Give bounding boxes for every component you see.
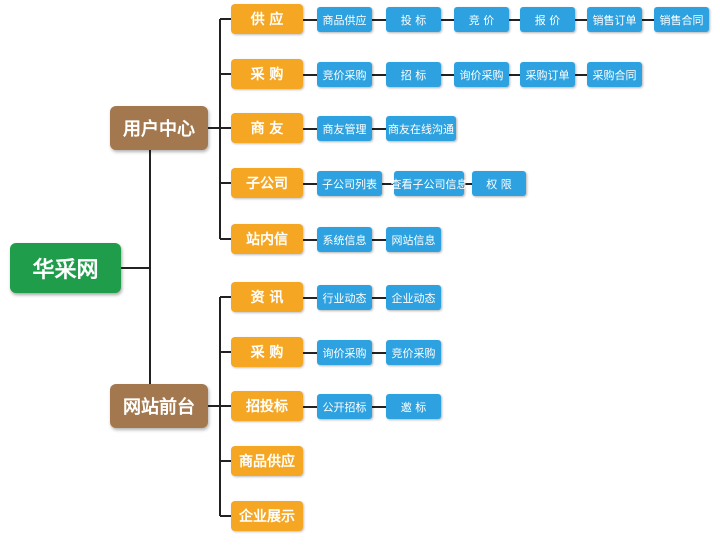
connector-line xyxy=(220,515,231,517)
category-node: 招投标 xyxy=(231,391,303,421)
leaf-node: 竞价采购 xyxy=(386,340,441,365)
connector-line xyxy=(303,182,472,185)
connector-line xyxy=(220,460,231,462)
leaf-node: 系统信息 xyxy=(317,227,372,252)
category-node: 供 应 xyxy=(231,4,303,34)
leaf-node: 招 标 xyxy=(386,62,441,87)
connector-line xyxy=(220,351,231,353)
connector-line xyxy=(208,127,220,129)
connector-line xyxy=(220,73,231,75)
connector-line xyxy=(149,150,151,384)
category-node: 资 讯 xyxy=(231,282,303,312)
leaf-node: 询价采购 xyxy=(454,62,509,87)
category-node: 商品供应 xyxy=(231,446,303,476)
leaf-node: 行业动态 xyxy=(317,285,372,310)
connector-line xyxy=(220,18,231,20)
connector-line xyxy=(220,238,231,240)
leaf-node: 企业动态 xyxy=(386,285,441,310)
leaf-node: 投 标 xyxy=(386,7,441,32)
leaf-node: 采购订单 xyxy=(520,62,575,87)
leaf-node: 商品供应 xyxy=(317,7,372,32)
category-node: 子公司 xyxy=(231,168,303,198)
leaf-node: 竞 价 xyxy=(454,7,509,32)
connector-line xyxy=(220,296,231,298)
category-node: 采 购 xyxy=(231,59,303,89)
category-node: 采 购 xyxy=(231,337,303,367)
connector-line xyxy=(303,73,587,76)
category-node: 商 友 xyxy=(231,113,303,143)
leaf-node: 商友在线沟通 xyxy=(386,116,456,141)
leaf-node: 竞价采购 xyxy=(317,62,372,87)
leaf-node: 公开招标 xyxy=(317,394,372,419)
leaf-node: 销售合同 xyxy=(654,7,709,32)
leaf-node: 权 限 xyxy=(472,171,526,196)
leaf-node: 邀 标 xyxy=(386,394,441,419)
leaf-node: 子公司列表 xyxy=(317,171,382,196)
category-node: 企业展示 xyxy=(231,501,303,531)
root-node: 华采网 xyxy=(10,243,121,293)
leaf-node: 网站信息 xyxy=(386,227,441,252)
leaf-node: 报 价 xyxy=(520,7,575,32)
branch-node-1: 用户中心 xyxy=(110,106,208,150)
leaf-node: 商友管理 xyxy=(317,116,372,141)
leaf-node: 采购合同 xyxy=(587,62,642,87)
connector-line xyxy=(220,182,231,184)
branch-node-2: 网站前台 xyxy=(110,384,208,428)
category-node: 站内信 xyxy=(231,224,303,254)
connector-line xyxy=(208,405,220,407)
connector-line xyxy=(220,127,231,129)
connector-line xyxy=(219,19,221,239)
connector-line xyxy=(121,267,150,269)
leaf-node: 查看子公司信息 xyxy=(391,171,468,196)
connector-line xyxy=(220,405,231,407)
leaf-node: 询价采购 xyxy=(317,340,372,365)
leaf-node: 销售订单 xyxy=(587,7,642,32)
